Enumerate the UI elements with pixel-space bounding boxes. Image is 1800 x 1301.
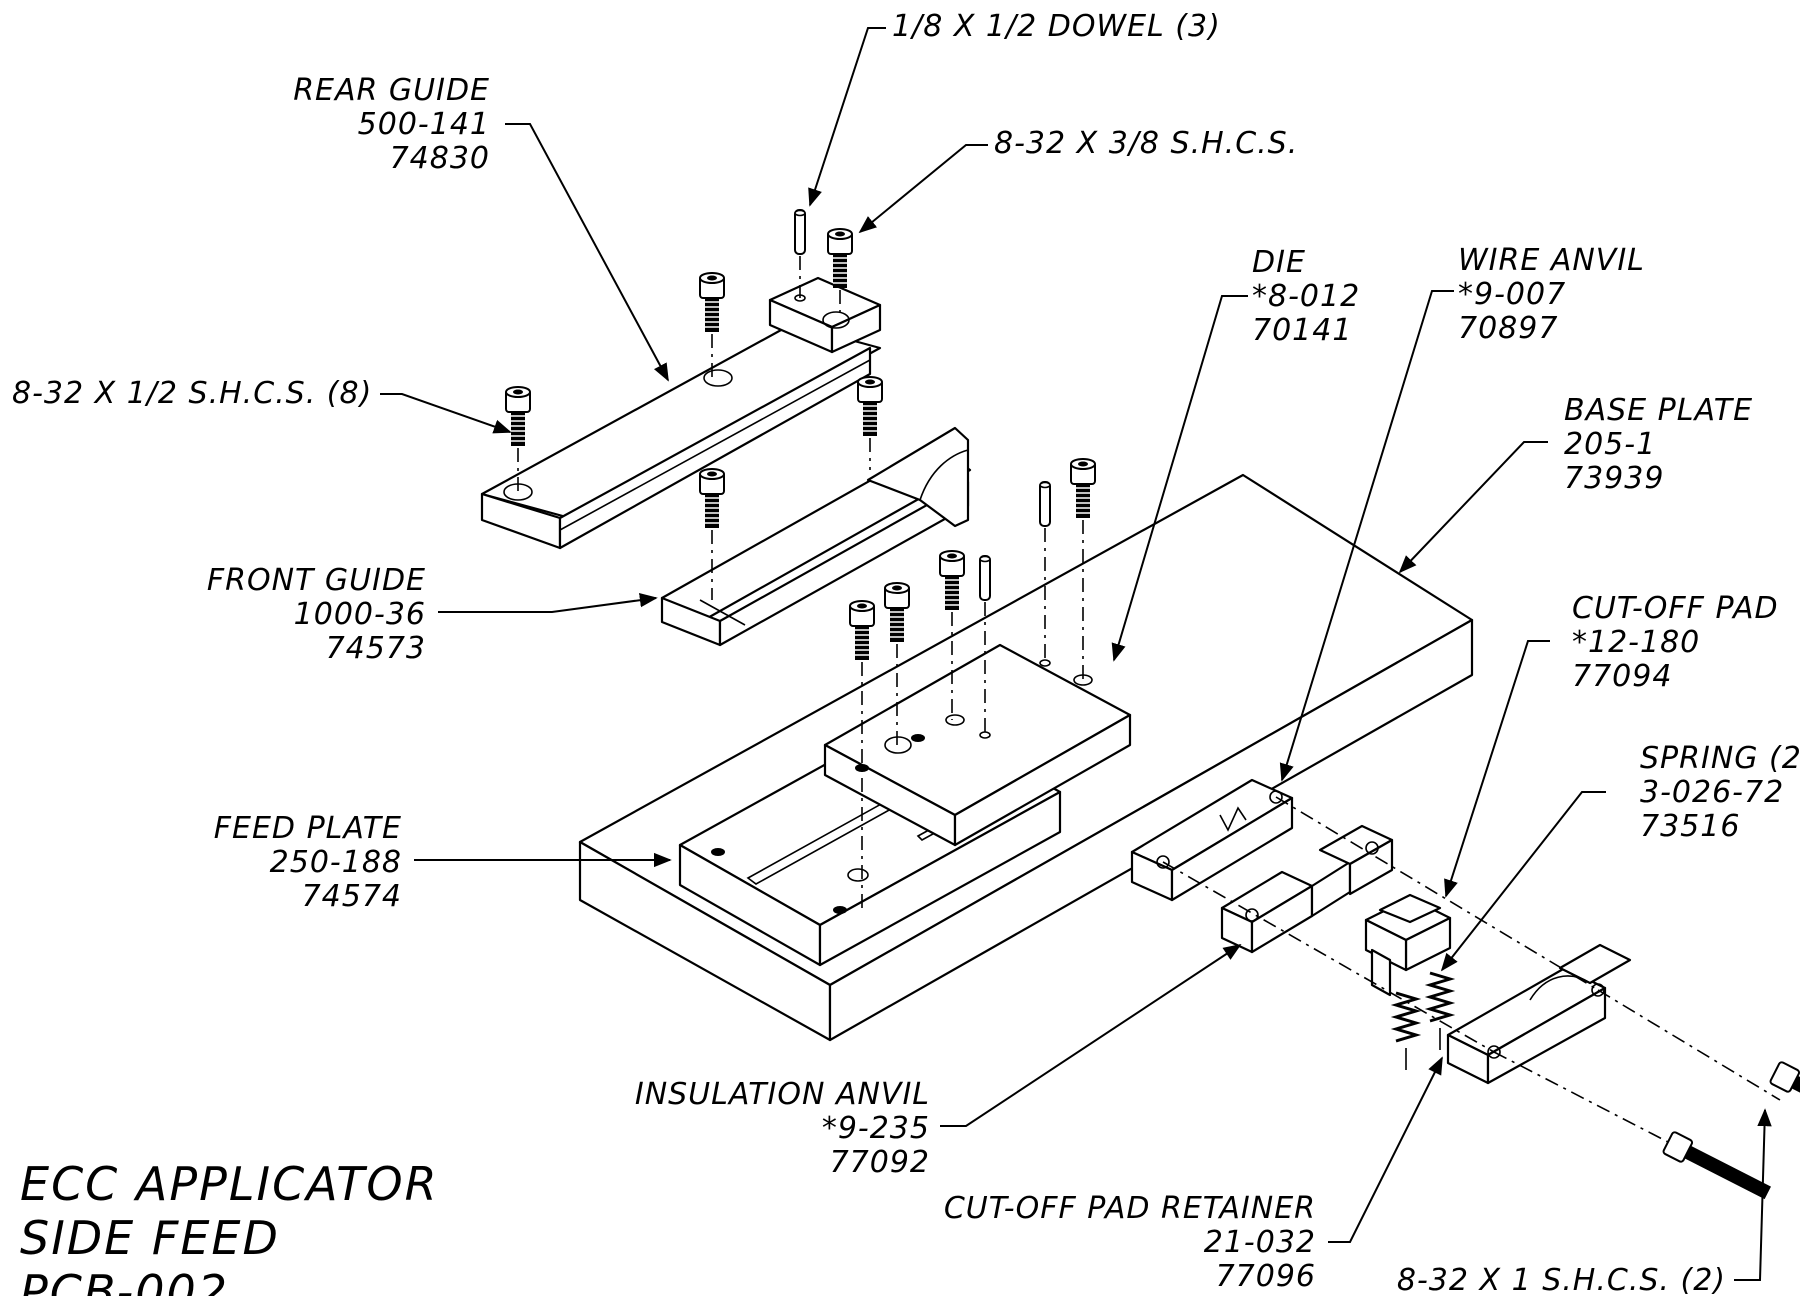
- cut-off-pad-retainer-part-no: 21-032: [1204, 1225, 1316, 1260]
- insulation-anvil-name: INSULATION ANVIL: [635, 1077, 930, 1112]
- wire-anvil-name: WIRE ANVIL: [1458, 243, 1645, 278]
- insulation-anvil-part-no: *9-235: [822, 1111, 930, 1146]
- title-block: ECC APPLICATOR SIDE FEED PCB-002: [20, 1157, 439, 1301]
- callout-cut-off-pad: CUT-OFF PAD *12-180 77094: [1572, 591, 1779, 694]
- cut-off-pad-retainer-name: CUT-OFF PAD RETAINER: [944, 1191, 1316, 1226]
- feed-plate-name: FEED PLATE: [214, 811, 402, 846]
- insulation-anvil-code: 77092: [830, 1145, 930, 1180]
- die-name: DIE: [1252, 245, 1306, 280]
- springs-part: [1394, 971, 1452, 1070]
- die-part: [823, 643, 1132, 847]
- front-guide-part: [660, 426, 972, 647]
- wire-anvil-code: 70897: [1458, 311, 1558, 346]
- cut-off-pad-code: 77094: [1572, 659, 1672, 694]
- feed-plate-part-no: 250-188: [270, 845, 402, 880]
- cut-off-pad-part-no: *12-180: [1572, 625, 1700, 660]
- leader-lines: [380, 27, 1772, 1281]
- callout-insulation-anvil: INSULATION ANVIL *9-235 77092: [635, 1077, 930, 1180]
- callout-wire-anvil: WIRE ANVIL *9-007 70897: [1458, 243, 1645, 346]
- callout-shcs-38: 8-32 X 3/8 S.H.C.S.: [994, 126, 1298, 161]
- rear-guide-code: 74830: [390, 141, 490, 176]
- callout-dowel: 1/8 X 1/2 DOWEL (3): [892, 9, 1221, 44]
- cut-off-pad-retainer-part: [1446, 943, 1632, 1085]
- dowel-label: 1/8 X 1/2 DOWEL (3): [892, 9, 1221, 44]
- die-code: 70141: [1252, 313, 1352, 348]
- wire-anvil-part-no: *9-007: [1458, 277, 1566, 312]
- base-plate-name: BASE PLATE: [1564, 393, 1753, 428]
- callout-base-plate: BASE PLATE 205-1 73939: [1564, 393, 1753, 496]
- feed-plate-code: 74574: [302, 879, 402, 914]
- title-line-3: PCB-002: [20, 1265, 229, 1296]
- cut-off-pad-part: [1364, 893, 1452, 997]
- assembly-centerlines: [517, 256, 1781, 1143]
- callout-shcs-1: 8-32 X 1 S.H.C.S. (2): [1397, 1263, 1726, 1298]
- shcs-1-label: 8-32 X 1 S.H.C.S. (2): [1397, 1263, 1726, 1296]
- callout-spring: SPRING (2) 3-026-72 73516: [1640, 741, 1800, 844]
- base-plate-part-no: 205-1: [1564, 427, 1656, 462]
- long-screws-part: [1662, 1061, 1800, 1200]
- spring-code: 73516: [1640, 809, 1740, 844]
- callout-rear-guide: REAR GUIDE 500-141 74830: [293, 73, 490, 176]
- front-guide-code: 74573: [326, 631, 426, 666]
- shcs-12-label: 8-32 X 1/2 S.H.C.S. (8): [12, 376, 372, 411]
- title-line-2: SIDE FEED: [20, 1211, 280, 1265]
- base-plate-code: 73939: [1564, 461, 1664, 496]
- spring-name: SPRING (2): [1640, 741, 1800, 776]
- callout-shcs-12: 8-32 X 1/2 S.H.C.S. (8): [12, 376, 372, 411]
- die-part-no: *8-012: [1252, 279, 1360, 314]
- callout-feed-plate: FEED PLATE 250-188 74574: [214, 811, 402, 914]
- cut-off-pad-retainer-code: 77096: [1216, 1259, 1316, 1294]
- front-guide-name: FRONT GUIDE: [207, 563, 426, 598]
- title-line-1: ECC APPLICATOR: [20, 1157, 439, 1211]
- rear-guide-part-no: 500-141: [358, 107, 490, 142]
- rear-guide-name: REAR GUIDE: [293, 73, 490, 108]
- rear-guide-part: [480, 276, 882, 550]
- front-guide-part-no: 1000-36: [294, 597, 426, 632]
- callout-front-guide: FRONT GUIDE 1000-36 74573: [207, 563, 426, 666]
- shcs-38-label: 8-32 X 3/8 S.H.C.S.: [994, 126, 1298, 161]
- wire-anvil-part: [1130, 778, 1294, 902]
- cut-off-pad-name: CUT-OFF PAD: [1572, 591, 1779, 626]
- callout-cut-off-pad-retainer: CUT-OFF PAD RETAINER 21-032 77096: [944, 1191, 1316, 1294]
- spring-part-no: 3-026-72: [1640, 775, 1784, 810]
- callout-die: DIE *8-012 70141: [1252, 245, 1360, 348]
